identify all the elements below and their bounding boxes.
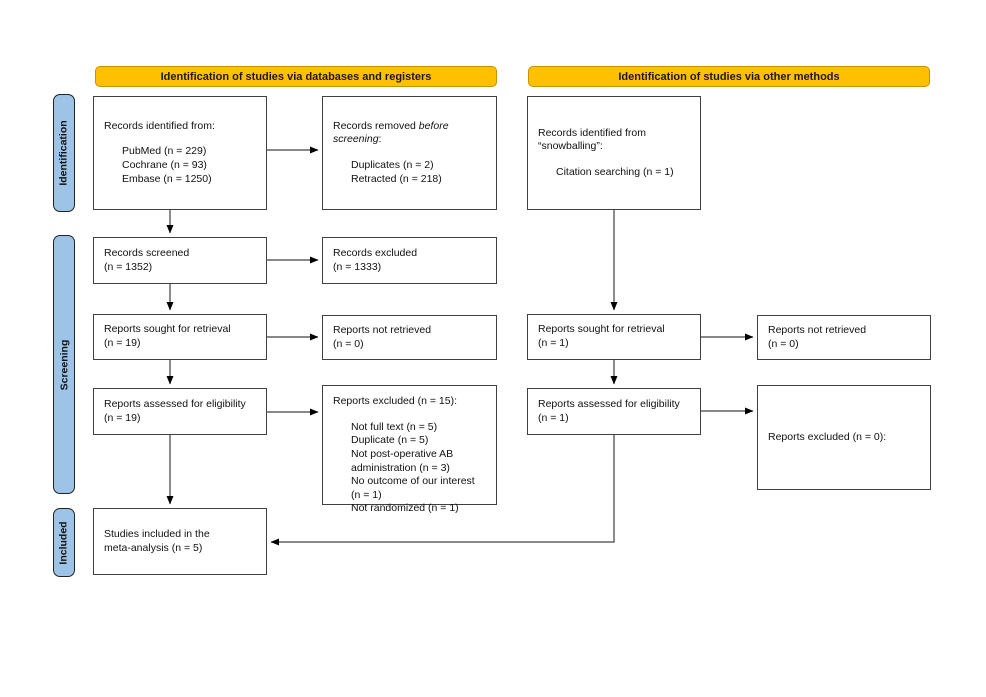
box-records-removed: Records removed before screening: Duplic… — [322, 96, 497, 210]
item-not-postoperative: Not post-operative AB administration (n … — [351, 447, 454, 474]
item-cochrane: Cochrane (n = 93) — [122, 159, 207, 171]
box-reports-assessed-databases: Reports assessed for eligibility (n = 19… — [93, 388, 267, 435]
box-line1: Reports sought for retrieval — [104, 323, 231, 336]
box-line1: Reports assessed for eligibility — [538, 397, 680, 410]
stage-identification: Identification — [53, 94, 75, 212]
box-line2: meta-analysis (n = 5) — [104, 541, 203, 554]
banner-other-methods: Identification of studies via other meth… — [528, 66, 930, 87]
box-line2: (n = 19) — [104, 411, 141, 424]
stage-identification-label: Identification — [58, 120, 70, 186]
stage-screening-label: Screening — [58, 339, 70, 390]
item-citation-searching: Citation searching (n = 1) — [556, 165, 674, 178]
box-records-identified-databases: Records identified from: PubMed (n = 229… — [93, 96, 267, 210]
box-title: Records removed before screening: — [333, 120, 486, 147]
item-duplicate: Duplicate (n = 5) — [351, 434, 429, 447]
stage-included: Included — [53, 508, 75, 577]
item-duplicates: Duplicates (n = 2) — [351, 159, 434, 171]
item-retracted: Retracted (n = 218) — [351, 172, 442, 185]
box-line1: Reports not retrieved — [768, 323, 867, 336]
box-line2: (n = 1352) — [104, 260, 153, 273]
box-items: Not full text (n = 5) Duplicate (n = 5) … — [351, 421, 486, 516]
box-line2: (n = 0) — [333, 337, 364, 350]
stage-screening: Screening — [53, 235, 75, 494]
box-line2: (n = 1) — [538, 411, 569, 424]
box-line2: (n = 1) — [538, 337, 569, 349]
item-no-outcome: No outcome of our interest (n = 1) — [351, 475, 475, 501]
box-line1: Records excluded — [333, 246, 418, 259]
item-pubmed: PubMed (n = 229) — [122, 145, 207, 158]
stage-included-label: Included — [58, 520, 71, 565]
box-line2: (n = 19) — [104, 337, 141, 349]
box-line1: Studies included in the — [104, 527, 210, 540]
title-italic: before screening — [333, 119, 449, 146]
box-items: Citation searching (n = 1) — [556, 166, 690, 180]
box-reports-excluded-databases: Reports excluded (n = 15): Not full text… — [322, 385, 497, 514]
box-studies-included: Studies included in the meta-analysis (n… — [93, 508, 267, 575]
box-line1: Reports assessed for eligibility — [104, 397, 246, 410]
box-title: Reports excluded (n = 0): — [768, 430, 887, 443]
box-records-screened: Records screened (n = 1352) — [93, 237, 267, 284]
box-title: Reports excluded (n = 15): — [333, 395, 458, 407]
title-prefix: Records removed — [333, 119, 419, 132]
item-not-randomized: Not randomized (n = 1) — [351, 502, 459, 515]
box-reports-not-retrieved-other: Reports not retrieved (n = 0) — [757, 315, 931, 360]
banner-databases-registers: Identification of studies via databases … — [95, 66, 497, 87]
box-reports-not-retrieved-databases: Reports not retrieved (n = 0) — [322, 315, 497, 360]
box-line1: Reports not retrieved — [333, 323, 432, 336]
title-suffix: : — [378, 133, 382, 146]
box-line1: Reports sought for retrieval — [538, 323, 665, 336]
box-reports-sought-other: Reports sought for retrieval (n = 1) — [527, 314, 701, 360]
box-line2: (n = 1333) — [333, 260, 382, 273]
box-title: Records identified from “snowballing”: — [538, 126, 646, 153]
box-records-identified-snowballing: Records identified from “snowballing”: C… — [527, 96, 701, 210]
box-reports-assessed-other: Reports assessed for eligibility (n = 1) — [527, 388, 701, 435]
box-items: PubMed (n = 229) Cochrane (n = 93) Embas… — [122, 145, 256, 186]
box-line2: (n = 0) — [768, 337, 799, 350]
box-line1: Records screened — [104, 246, 190, 259]
item-embase: Embase (n = 1250) — [122, 172, 212, 185]
box-title: Records identified from: — [104, 119, 215, 132]
item-not-full-text: Not full text (n = 5) — [351, 420, 438, 433]
box-records-excluded: Records excluded (n = 1333) — [322, 237, 497, 284]
box-reports-sought-databases: Reports sought for retrieval (n = 19) — [93, 314, 267, 360]
box-items: Duplicates (n = 2) Retracted (n = 218) — [351, 159, 486, 186]
box-reports-excluded-other: Reports excluded (n = 0): — [757, 385, 931, 490]
